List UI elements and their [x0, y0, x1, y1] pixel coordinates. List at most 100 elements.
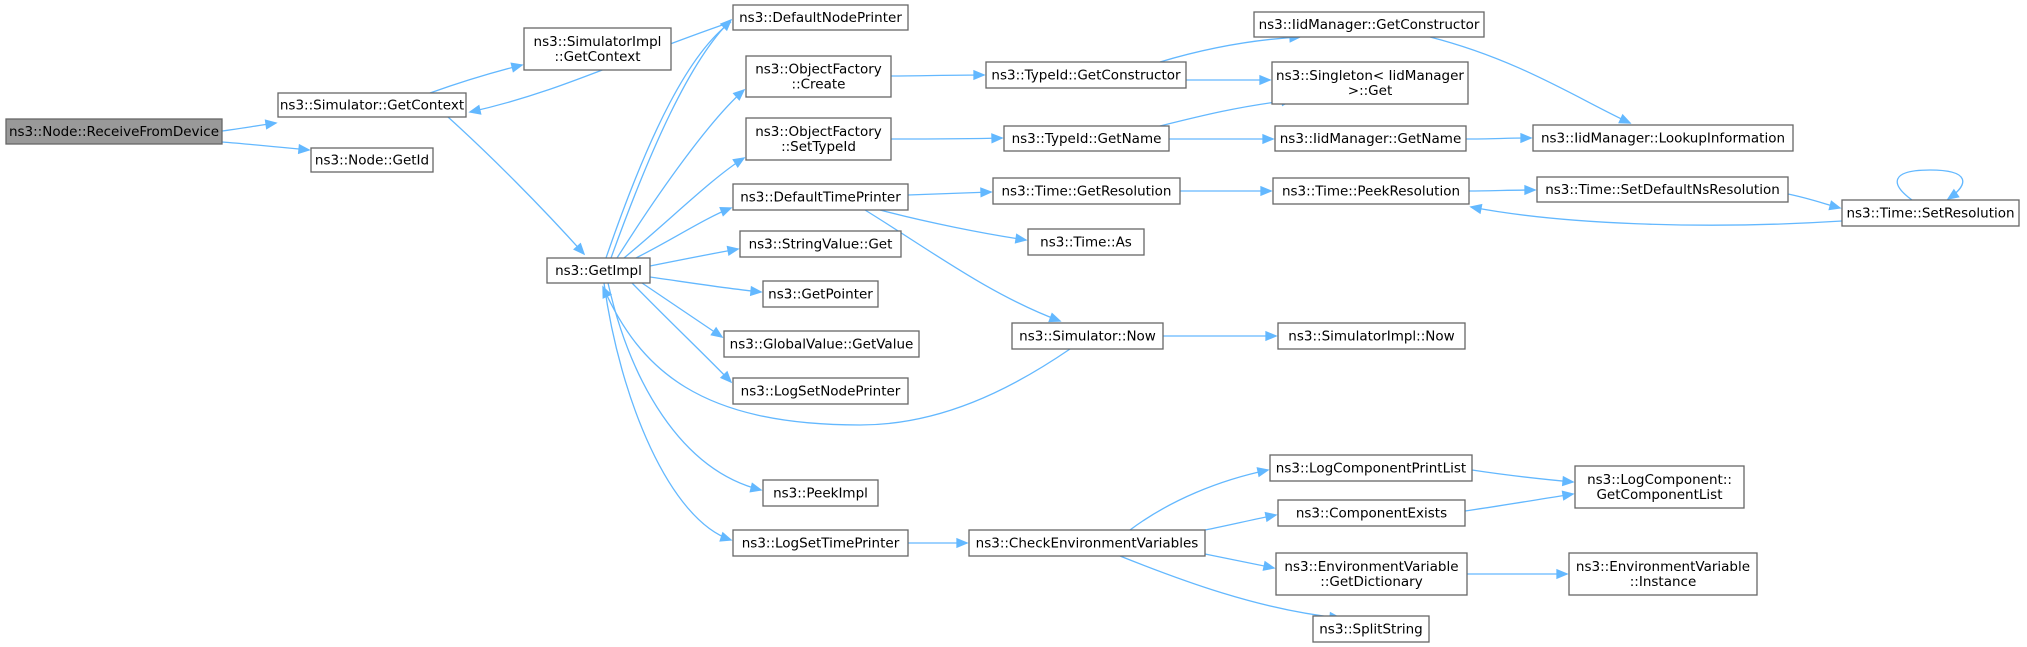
node-time-getresolution[interactable]: ns3::Time::GetResolution — [992, 177, 1181, 205]
node-objectfactory-settypeid[interactable]: ns3::ObjectFactory::SetTypeId — [745, 117, 892, 161]
edge-line — [429, 64, 523, 94]
node-stringvalue-get[interactable]: ns3::StringValue::Get — [739, 230, 902, 258]
node-box — [732, 4, 909, 31]
node-iidmanager-getname[interactable]: ns3::IidManager::GetName — [1274, 125, 1467, 152]
edge-simulator_getcontext-to-simulatorimpl_getcontext — [429, 62, 524, 94]
edge-arrowhead — [1524, 184, 1537, 196]
node-defaultnodeprinter[interactable]: ns3::DefaultNodePrinter — [732, 4, 909, 31]
node-simulatorimpl-getcontext[interactable]: ns3::SimulatorImpl::GetContext — [523, 27, 672, 71]
edge-line — [1896, 169, 1964, 201]
node-box — [1536, 176, 1789, 203]
node-typeid-getname[interactable]: ns3::TypeId::GetName — [1003, 125, 1170, 152]
node-box — [1003, 125, 1170, 152]
edge-arrowhead — [710, 326, 724, 338]
edge-objectfactory_settypeid-to-typeid_getname — [890, 133, 1004, 144]
node-time-setresolution[interactable]: ns3::Time::SetResolution — [1841, 199, 2020, 227]
edge-getimpl-to-peekimpl — [607, 282, 763, 493]
node-environmentvariable-instance[interactable]: ns3::EnvironmentVariable::Instance — [1568, 552, 1758, 596]
node-logcomponentprintlist[interactable]: ns3::LogComponentPrintList — [1269, 454, 1473, 482]
node-label: ns3::Time::SetDefaultNsResolution — [1545, 182, 1780, 198]
node-splitstring[interactable]: ns3::SplitString — [1312, 615, 1430, 643]
edge-line — [1204, 514, 1277, 531]
node-checkenvironmentvariables[interactable]: ns3::CheckEnvironmentVariables — [968, 529, 1206, 557]
edge-line — [469, 21, 732, 259]
node-globalvalue-getvalue[interactable]: ns3::GlobalValue::GetValue — [723, 330, 920, 358]
node-defaulttimeprinter[interactable]: ns3::DefaultTimePrinter — [732, 183, 909, 211]
edge-arrowhead — [602, 285, 613, 299]
node-peekimpl[interactable]: ns3::PeekImpl — [762, 479, 879, 507]
edge-typeid_getname-to-iidmanager_getname — [1169, 133, 1275, 145]
node-box — [762, 280, 879, 308]
node-box — [1841, 199, 2020, 227]
node-getimpl[interactable]: ns3::GetImpl — [546, 257, 651, 284]
node-typeid-getconstructor[interactable]: ns3::TypeId::GetConstructor — [985, 61, 1187, 89]
node-logcomponent-getcomponentlist[interactable]: ns3::LogComponent::GetComponentList — [1574, 465, 1745, 509]
node-box — [745, 117, 892, 161]
edge-objectfactory_create-to-typeid_getconstructor — [890, 69, 986, 81]
node-environmentvariable-getdictionary[interactable]: ns3::EnvironmentVariable::GetDictionary — [1275, 552, 1468, 596]
edge-arrowhead — [1048, 312, 1062, 323]
edge-simulator_getcontext-to-getimpl — [447, 116, 586, 256]
edge-getimpl-to-defaulttimeprinter — [631, 206, 733, 261]
node-node-getid[interactable]: ns3::Node::GetId — [310, 147, 434, 173]
edge-line — [1129, 469, 1269, 531]
node-simulatorimpl-now[interactable]: ns3::SimulatorImpl::Now — [1277, 322, 1466, 350]
node-box — [1011, 322, 1164, 350]
node-box — [1269, 454, 1473, 482]
node-box — [1274, 125, 1467, 152]
node-label: GetComponentList — [1596, 487, 1722, 503]
node-box — [1253, 11, 1485, 38]
edge-arrowhead — [1265, 330, 1278, 342]
edge-line — [623, 157, 745, 259]
node-label: ns3::Time::SetResolution — [1846, 206, 2014, 222]
node-box — [1027, 228, 1145, 256]
node-label: ns3::ObjectFactory — [755, 62, 882, 78]
edge-line — [864, 209, 1061, 322]
node-simulator-getcontext[interactable]: ns3::Simulator::GetContext — [277, 92, 467, 118]
edge-simulator_now-to-simulatorimpl_now — [1163, 330, 1278, 342]
node-box — [762, 479, 879, 507]
edge-defaulttimeprinter-to-simulator_now — [864, 209, 1062, 323]
node-logsetnodeprinter[interactable]: ns3::LogSetNodePrinter — [732, 377, 909, 405]
node-objectfactory-create[interactable]: ns3::ObjectFactory::Create — [745, 55, 892, 98]
node-label: ns3::PeekImpl — [773, 486, 868, 502]
node-box — [985, 61, 1187, 89]
node-box — [1275, 552, 1468, 596]
node-simulator-now[interactable]: ns3::Simulator::Now — [1011, 322, 1164, 350]
edge-arrowhead — [973, 69, 986, 81]
node-box — [968, 529, 1206, 557]
node-time-peekresolution[interactable]: ns3::Time::PeekResolution — [1272, 177, 1470, 205]
node-iidmanager-lookupinformation[interactable]: ns3::IidManager::LookupInformation — [1532, 124, 1794, 152]
edge-arrowhead — [980, 187, 993, 198]
node-label: ns3::GlobalValue::GetValue — [730, 337, 914, 353]
node-logsettimeprinter[interactable]: ns3::LogSetTimePrinter — [732, 529, 909, 557]
node-label: ns3::IidManager::LookupInformation — [1541, 131, 1785, 147]
edge-arrowhead — [732, 88, 746, 101]
edge-simulator_now-to-getimpl — [602, 285, 1071, 426]
node-label: ::Instance — [1630, 574, 1697, 590]
node-box — [1568, 552, 1758, 596]
node-time-setdefaultnsresolution[interactable]: ns3::Time::SetDefaultNsResolution — [1536, 176, 1789, 203]
node-label: ns3::GetPointer — [768, 287, 873, 303]
edge-getimpl-to-logsetnodeprinter — [631, 282, 733, 384]
edge-arrowhead — [510, 62, 524, 73]
edge-line — [447, 116, 585, 255]
edge-line — [649, 276, 762, 293]
node-label: ::GetContext — [554, 49, 640, 65]
node-label: ns3::ObjectFactory — [755, 124, 882, 140]
edge-arrowhead — [749, 482, 763, 493]
node-label: ns3::ComponentExists — [1296, 506, 1447, 522]
edge-logsettimeprinter-to-checkenvironmentvariables — [907, 537, 969, 549]
node-box — [732, 377, 909, 405]
node-iidmanager-getconstructor[interactable]: ns3::IidManager::GetConstructor — [1253, 11, 1485, 38]
node-getpointer[interactable]: ns3::GetPointer — [762, 280, 879, 308]
node-singleton-iidmanager-get[interactable]: ns3::Singleton< IidManager >::Get — [1271, 61, 1469, 105]
edge-line — [631, 282, 732, 383]
node-label: ns3::TypeId::GetName — [1012, 131, 1162, 147]
nodes-layer: ns3::Node::ReceiveFromDevicens3::Simulat… — [5, 4, 2020, 643]
edge-getimpl-to-stringvalue_get — [649, 245, 740, 267]
node-componentexists[interactable]: ns3::ComponentExists — [1277, 499, 1466, 527]
node-receive-from-device[interactable]: ns3::Node::ReceiveFromDevice — [5, 118, 223, 145]
node-time-as[interactable]: ns3::Time::As — [1027, 228, 1145, 256]
edge-line — [1159, 36, 1301, 63]
